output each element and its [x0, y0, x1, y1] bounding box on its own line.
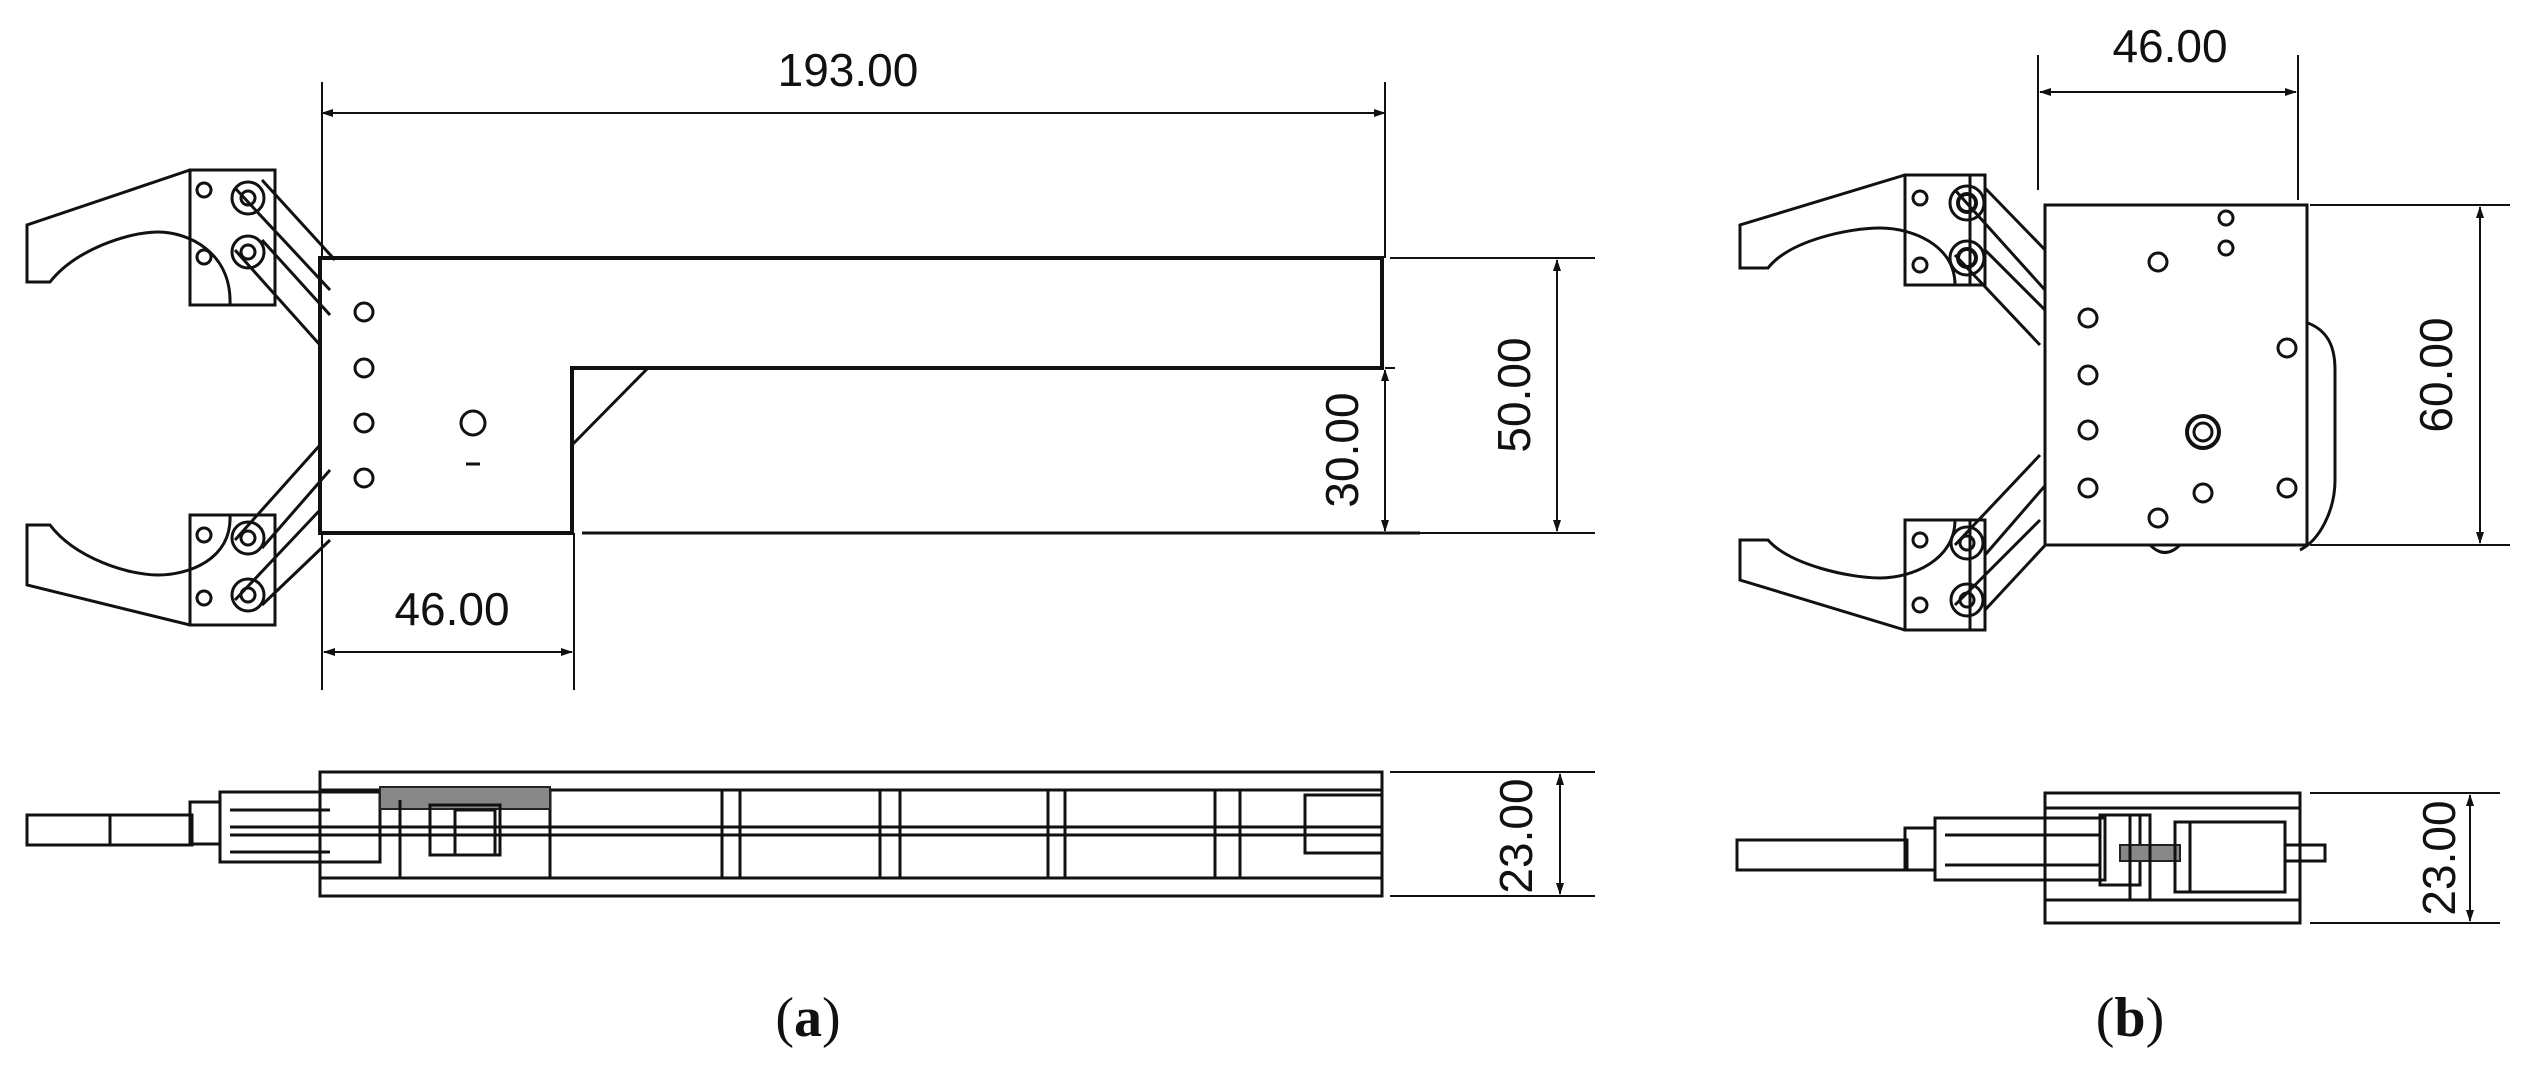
chamfer-line [570, 366, 650, 447]
gripper-body-outline [318, 256, 1384, 535]
dim-width-b-label: 46.00 [2112, 20, 2227, 72]
lower-jaw [25, 443, 332, 627]
dim-step-length-label: 46.00 [394, 583, 509, 635]
dim-thickness-a-label: 23.00 [1490, 778, 1542, 893]
upper-jaw-b [1738, 173, 2052, 347]
hole [353, 467, 375, 489]
panel-b-side-view [1735, 791, 2327, 925]
dim-height-b-label: 60.00 [2410, 317, 2462, 432]
dim-width-b: 46.00 [2037, 20, 2299, 200]
hole [353, 412, 375, 434]
plate-holes [2077, 209, 2298, 529]
hole [459, 409, 487, 437]
body-holes [353, 301, 487, 489]
dim-height-b: 60.00 [2310, 204, 2510, 546]
panel-b-top-view: 46.00 60.00 [1738, 20, 2510, 632]
dim-height-total-label: 50.00 [1488, 337, 1540, 452]
dim-step-length: 46.00 [321, 533, 575, 690]
dim-overall-length-label: 193.00 [778, 44, 919, 96]
dim-thickness-a: 23.00 [1390, 771, 1595, 897]
caption-a: (a) [775, 987, 840, 1049]
panel-a-top-view: 193.00 50.00 30.00 46.00 [25, 44, 1595, 690]
dim-thickness-b: 23.00 [2310, 792, 2500, 924]
base-plate [2043, 203, 2309, 547]
dim-overall-length: 193.00 [321, 44, 1386, 258]
dim-thickness-b-label: 23.00 [2413, 800, 2465, 915]
dim-height-step-label: 30.00 [1316, 392, 1368, 507]
hole [353, 357, 375, 379]
upper-jaw [25, 168, 337, 347]
panel-a-side-view [25, 770, 1384, 898]
caption-b: (b) [2096, 987, 2164, 1049]
hole [353, 301, 375, 323]
lower-jaw-b [1738, 453, 2052, 632]
dim-height-step: 30.00 [1316, 367, 1395, 532]
dim-height-total: 50.00 [1390, 257, 1595, 534]
